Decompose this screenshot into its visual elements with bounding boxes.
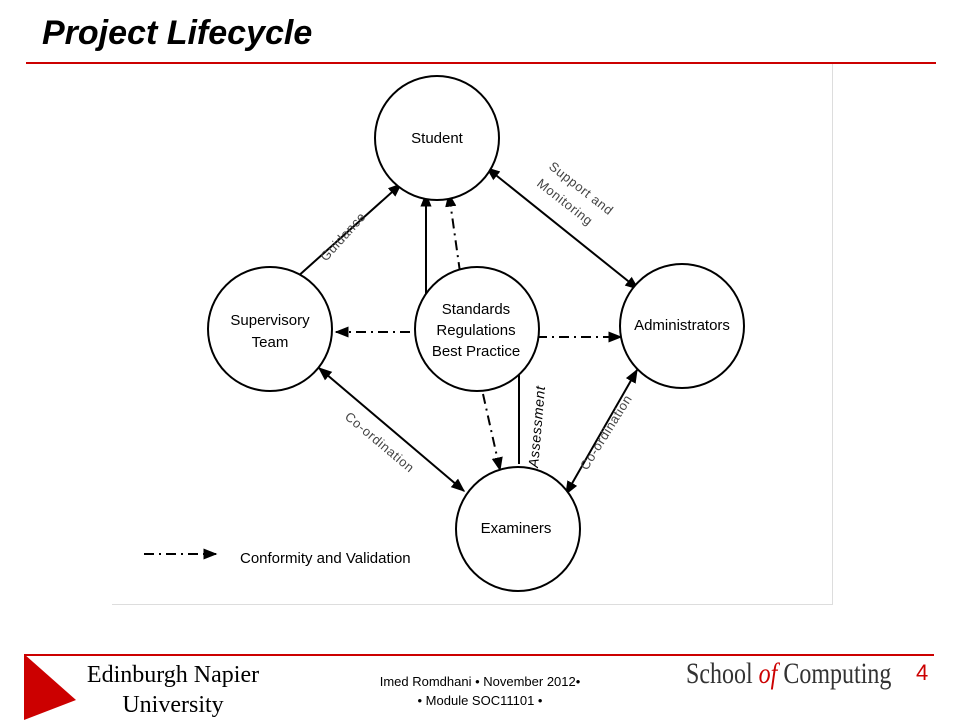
- title-divider: [26, 62, 936, 64]
- footer-divider: [24, 654, 934, 656]
- school-computing-word: Computing: [777, 657, 892, 690]
- credits-line-2: • Module SOC11101 •: [417, 693, 543, 708]
- page-number: 4: [916, 660, 929, 685]
- university-name: Edinburgh Napier University: [78, 660, 268, 720]
- node-standards-label-1: Standards: [442, 301, 510, 318]
- assessment-label: Assessment: [525, 384, 548, 469]
- lifecycle-diagram: Student Supervisory Team Standards Regul…: [112, 64, 833, 605]
- support-arrow: [485, 167, 640, 290]
- node-student: [374, 75, 500, 201]
- guidance-arrow: [284, 183, 403, 288]
- node-examiners-label: Examiners: [481, 520, 552, 537]
- guidance-label: Guidance: [317, 209, 369, 264]
- node-supervisory-label-1: Supervisory: [230, 312, 310, 329]
- school-of-word: of: [758, 657, 778, 690]
- diagram-canvas: Student Supervisory Team Standards Regul…: [144, 75, 745, 592]
- university-line-1: Edinburgh Napier: [86, 662, 260, 688]
- school-word: School: [686, 657, 759, 690]
- conformity-arrow-student: [445, 192, 461, 273]
- node-supervisory-team: [207, 266, 333, 392]
- node-standards-label-2: Regulations: [436, 322, 515, 339]
- slide-title: Project Lifecycle: [42, 14, 313, 52]
- footer-logo-triangle: [24, 654, 76, 720]
- conformity-arrow-examiners: [482, 393, 503, 472]
- node-supervisory-label-2: Team: [252, 334, 289, 351]
- footer-credits: Imed Romdhani • November 2012• • Module …: [330, 672, 630, 710]
- legend-label: Conformity and Validation: [240, 550, 411, 567]
- node-student-label: Student: [411, 130, 464, 147]
- coordination-left-arrow: [317, 367, 466, 492]
- school-of-computing-logo: School of Computing: [686, 657, 891, 691]
- university-line-2: University: [122, 692, 224, 718]
- coordination-right-arrow: [565, 368, 638, 496]
- node-standards-label-3: Best Practice: [432, 343, 520, 360]
- node-administrators: [619, 263, 745, 389]
- credits-line-1: Imed Romdhani • November 2012•: [379, 674, 581, 689]
- node-examiners: [455, 466, 581, 592]
- coordination-right-label: Co-ordination: [577, 392, 635, 473]
- node-standards: [414, 266, 540, 392]
- node-administrators-label: Administrators: [634, 317, 730, 334]
